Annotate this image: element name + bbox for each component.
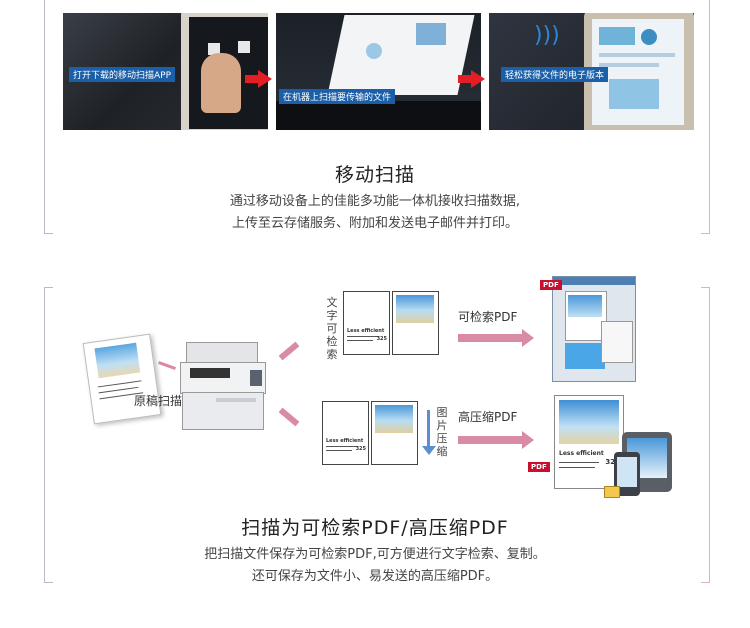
- compress-arrow-head-icon: [422, 446, 436, 455]
- panel-border-left: [44, 287, 53, 583]
- photo-caption: 在机器上扫描要传输的文件: [279, 89, 396, 104]
- photo-scan-document: 在机器上扫描要传输的文件: [276, 13, 481, 130]
- doc-number: 325: [376, 336, 387, 342]
- mobile-scan-panel: [44, 0, 710, 234]
- doc-number: 325: [355, 446, 366, 452]
- photo-open-app: 打开下载的移动扫描APP: [63, 13, 268, 130]
- section-description: 通过移动设备上的佳能多功能一体机接收扫描数据,: [229, 194, 521, 209]
- doc-heading: Less efficient: [559, 450, 604, 457]
- photo-digital-version: ))) 轻松获得文件的电子版本: [489, 13, 694, 130]
- section-title: 移动扫描: [334, 164, 415, 186]
- original-document-icon: [82, 333, 162, 425]
- section-title: 扫描为可检索PDF/高压缩PDF: [241, 517, 509, 539]
- doc-number: 325: [605, 458, 620, 466]
- text-layer-document: Less efficient 325: [322, 401, 369, 465]
- compressed-pdf-document: Less efficient 325: [554, 395, 624, 489]
- photo-caption: 轻松获得文件的电子版本: [501, 67, 609, 82]
- red-arrow-icon: [245, 70, 272, 88]
- pdf-badge-icon: PDF: [540, 280, 562, 290]
- photo-caption: 打开下载的移动扫描APP: [69, 67, 176, 82]
- compress-arrow-icon: [427, 410, 430, 448]
- pdf-viewer-window: [552, 276, 636, 382]
- doc-heading: Less efficient: [326, 438, 364, 444]
- pdf-badge-icon: PDF: [528, 462, 550, 472]
- red-arrow-icon: [458, 70, 485, 88]
- section-description: 还可保存为文件小、易发送的高压缩PDF。: [251, 569, 499, 584]
- doc-heading: Less efficient: [347, 328, 385, 334]
- wifi-signal-icon: ))): [534, 23, 560, 48]
- email-envelope-icon: [604, 486, 620, 498]
- text-searchable-label: 文字可检索: [326, 296, 338, 361]
- text-layer-document: Less efficient 325: [343, 291, 390, 355]
- panel-border-left: [44, 0, 53, 234]
- panel-border-right: [701, 287, 710, 583]
- printer-icon: [180, 338, 270, 432]
- image-compress-label: 图片压缩: [436, 406, 448, 458]
- searchable-pdf-label: 可检索PDF: [458, 310, 518, 324]
- compressed-pdf-label: 高压缩PDF: [458, 410, 518, 424]
- panel-border-right: [701, 0, 710, 234]
- searchable-pdf-panel: [44, 287, 710, 583]
- section-description: 把扫描文件保存为可检索PDF,可方便进行文字检索、复制。: [204, 547, 546, 562]
- image-layer-document: [392, 291, 439, 355]
- original-scan-label: 原稿扫描: [134, 394, 183, 408]
- image-layer-document: [371, 401, 418, 465]
- pink-arrow-icon: [458, 431, 534, 449]
- section-description: 上传至云存储服务、附加和发送电子邮件并打印。: [231, 216, 518, 231]
- pink-arrow-icon: [458, 329, 534, 347]
